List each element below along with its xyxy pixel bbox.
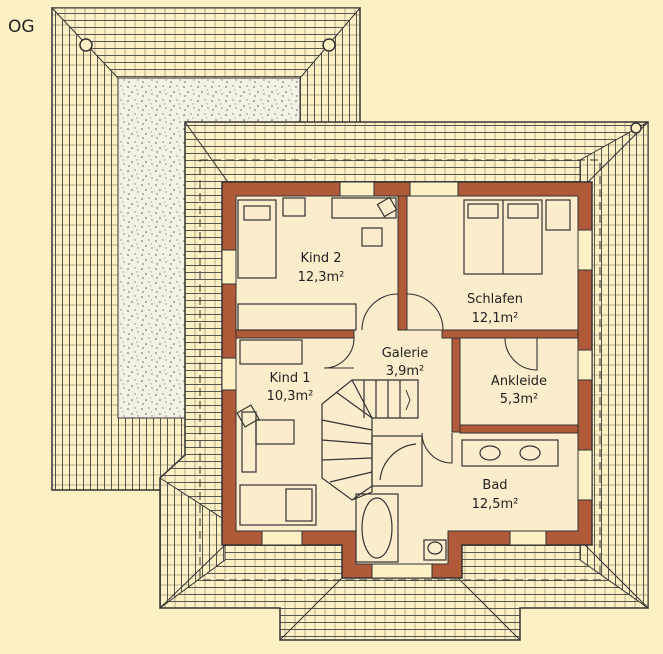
room-bad: Bad 12,5m² (472, 478, 519, 512)
roof-vent-east (630, 122, 642, 134)
roof-vent-right (322, 38, 336, 52)
room-area: 10,3m² (267, 389, 314, 404)
room-ankleide: Ankleide 5,3m² (491, 374, 547, 407)
room-area: 12,3m² (298, 270, 345, 285)
room-name: Bad (482, 478, 507, 493)
roof-vent-left (79, 38, 93, 52)
furniture-kind1 (236, 339, 317, 526)
room-area: 12,5m² (472, 497, 519, 512)
room-name: Kind 1 (269, 371, 310, 386)
room-kind1: Kind 1 10,3m² (267, 371, 314, 404)
room-schlafen: Schlafen 12,1m² (467, 292, 523, 326)
furniture-schlafen (463, 199, 571, 275)
interior-walls (235, 195, 579, 434)
room-area: 12,1m² (472, 311, 519, 326)
room-area: 5,3m² (500, 392, 539, 407)
floor-label: OG (8, 17, 35, 37)
staircase (321, 379, 419, 501)
room-galerie: Galerie 3,9m² (382, 346, 429, 379)
furniture-kind2 (237, 196, 398, 331)
room-name: Kind 2 (300, 251, 341, 266)
room-area: 3,9m² (386, 364, 425, 379)
room-name: Schlafen (467, 292, 523, 307)
furniture-bad (355, 435, 559, 563)
windows (221, 181, 593, 579)
doors (323, 293, 538, 464)
room-name: Ankleide (491, 374, 547, 389)
eave-line (199, 159, 601, 581)
room-kind2: Kind 2 12,3m² (298, 251, 345, 285)
room-name: Galerie (382, 346, 429, 361)
